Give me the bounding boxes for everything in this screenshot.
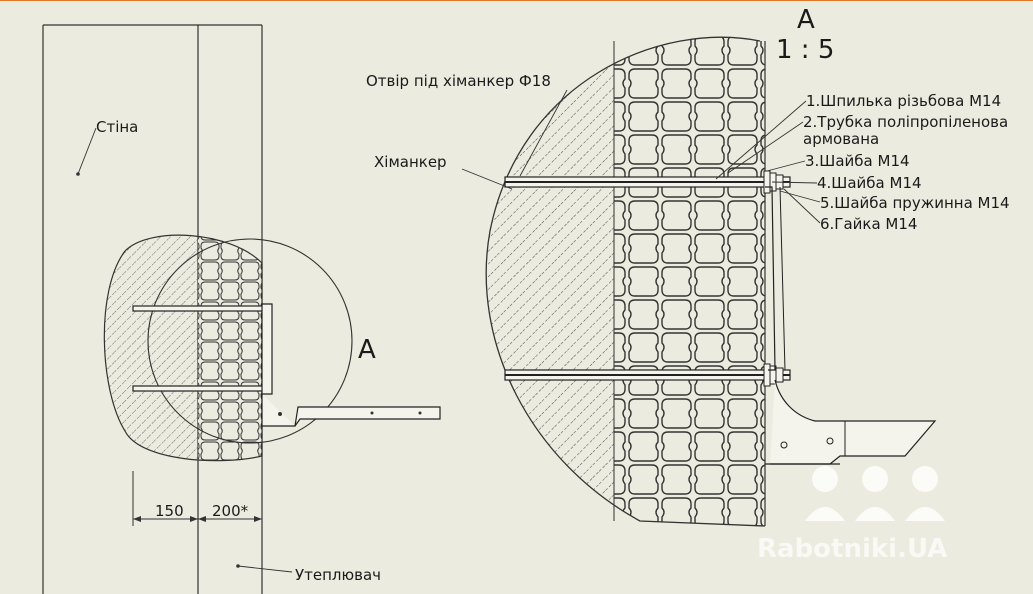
watermark-text: Rabotniki.UA (757, 534, 947, 564)
hole-label: Отвір під хіманкер Ф18 (366, 72, 551, 90)
part-3-label: 3.Шайба М14 (805, 152, 910, 170)
workers-logo (805, 466, 945, 521)
chem-anchor-label: Хіманкер (374, 153, 447, 171)
part-2-label: 2.Трубка поліпропіленова (803, 113, 1008, 131)
part-4-label: 4.Шайба М14 (817, 174, 922, 192)
part-1-label: 1.Шпилька різьбова М14 (806, 92, 1001, 110)
wall-label: Стіна (96, 118, 138, 136)
dimension-150: 150 (155, 502, 184, 520)
left-section-view: 150 200* Стіна Утеплювач А (42, 24, 441, 594)
detail-view-a: А 1 : 5 Отвір під хіманкер Ф18 Хіманкер … (366, 5, 1010, 527)
dimension-200: 200* (212, 502, 249, 520)
insulation-label: Утеплювач (295, 566, 381, 584)
part-2-label-cont: армована (803, 130, 879, 148)
detail-title: А (797, 5, 815, 35)
part-6-label: 6.Гайка М14 (820, 215, 917, 233)
watermark: Rabotniki.UA (757, 466, 947, 564)
detail-callout-circle (147, 238, 353, 444)
detail-scale: 1 : 5 (776, 35, 834, 65)
callout-letter: А (358, 335, 376, 365)
part-5-label: 5.Шайба пружинна М14 (820, 194, 1010, 212)
